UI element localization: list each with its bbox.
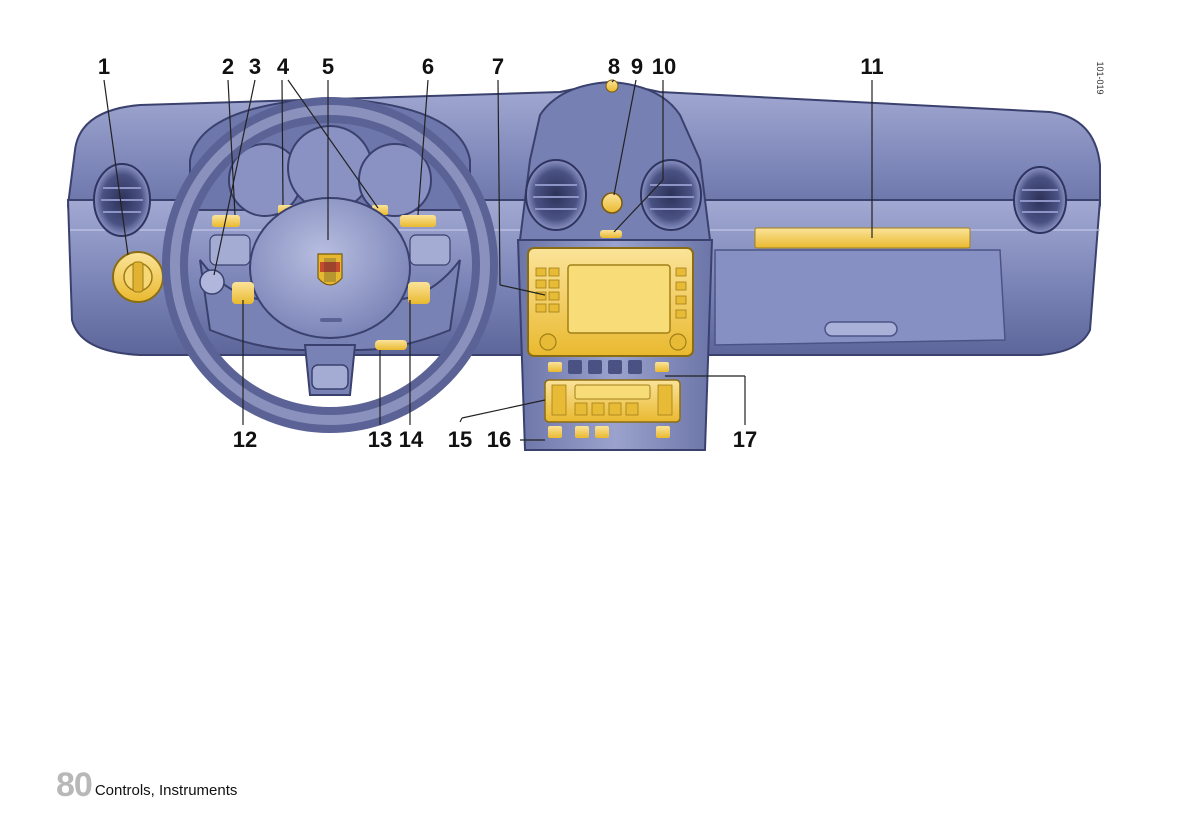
- center-console: [516, 79, 714, 451]
- callout-7: 7: [492, 54, 504, 79]
- passenger-airbag-panel: [754, 227, 971, 249]
- figure-code: 101-019: [1095, 61, 1105, 94]
- left-vent: [93, 163, 151, 237]
- callout-12: 12: [233, 427, 257, 452]
- button-strip: [548, 360, 669, 374]
- section-title: Controls, Instruments: [94, 782, 238, 799]
- callout-6: 6: [422, 54, 434, 79]
- glovebox-handle: [824, 321, 898, 337]
- callout-17: 17: [733, 427, 757, 452]
- callout-15: 15: [448, 427, 472, 452]
- page-number: 80: [56, 766, 93, 804]
- center-vent-right: [640, 159, 702, 231]
- callout-11: 11: [860, 54, 883, 79]
- center-vent-left: [525, 159, 587, 231]
- lower-switches: [548, 426, 670, 438]
- callout-10: 10: [652, 54, 676, 79]
- callout-16: 16: [487, 427, 511, 452]
- callout-3: 3: [249, 54, 261, 79]
- callout-9: 9: [631, 54, 643, 79]
- light-switch: [112, 251, 164, 303]
- glovebox-panel: [714, 249, 1006, 346]
- steering-wheel: [162, 97, 498, 433]
- callouts: 1 2 3 4 5 6 7 8 9 10 11 12 13 14 15 16 1…: [98, 54, 884, 452]
- wheel-button-left: [232, 282, 254, 304]
- page-footer: 80 Controls, Instruments: [56, 762, 237, 802]
- callout-13: 13: [368, 427, 392, 452]
- hazard-button: [601, 192, 623, 214]
- leader-lines: [103, 79, 873, 441]
- wheel-button-right: [408, 282, 430, 304]
- callout-2: 2: [222, 54, 234, 79]
- callout-4: 4: [277, 54, 290, 79]
- porsche-crest-icon: [317, 253, 343, 286]
- right-vent: [1013, 166, 1067, 234]
- callout-5: 5: [322, 54, 334, 79]
- callout-8: 8: [608, 54, 620, 79]
- callout-1: 1: [98, 54, 110, 79]
- lever-yellow: [375, 340, 407, 350]
- callout-14: 14: [399, 427, 424, 452]
- climate-control: [544, 379, 681, 423]
- ignition-lock: [199, 269, 225, 295]
- pcm-unit: [527, 247, 694, 357]
